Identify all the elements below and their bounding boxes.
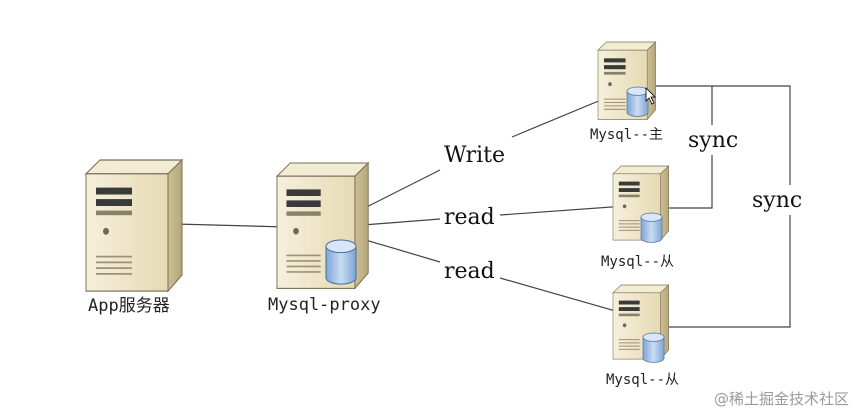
mysql-slave2-database — [642, 332, 665, 363]
read-label-2: read — [444, 259, 495, 284]
sync-label-2: sync — [752, 188, 802, 213]
mysql-master-label: Mysql--主 — [590, 127, 663, 143]
mysql-slave2-label: Mysql--从 — [606, 372, 679, 388]
write-label: Write — [444, 143, 505, 168]
app-server — [85, 159, 183, 292]
sync-connection-2-lower — [645, 215, 791, 328]
watermark: @稀土掘金技术社区 — [713, 390, 849, 408]
app-server-label: App服务器 — [88, 296, 170, 316]
mysql-proxy-label: Mysql-proxy — [268, 295, 381, 315]
mysql-master-database — [626, 86, 649, 117]
read-label-1: read — [444, 205, 495, 230]
mysql-proxy-database — [325, 239, 357, 285]
server-icon — [85, 159, 183, 292]
database-icon — [626, 86, 649, 117]
mysql-slave1-label: Mysql--从 — [601, 254, 674, 270]
sync-label-1: sync — [688, 128, 738, 153]
database-icon — [642, 332, 665, 363]
mysql-slave1-database — [640, 212, 663, 243]
sync-connection-2 — [712, 85, 791, 185]
database-icon — [640, 212, 663, 243]
cursor-icon — [645, 87, 656, 105]
database-icon — [325, 239, 357, 285]
